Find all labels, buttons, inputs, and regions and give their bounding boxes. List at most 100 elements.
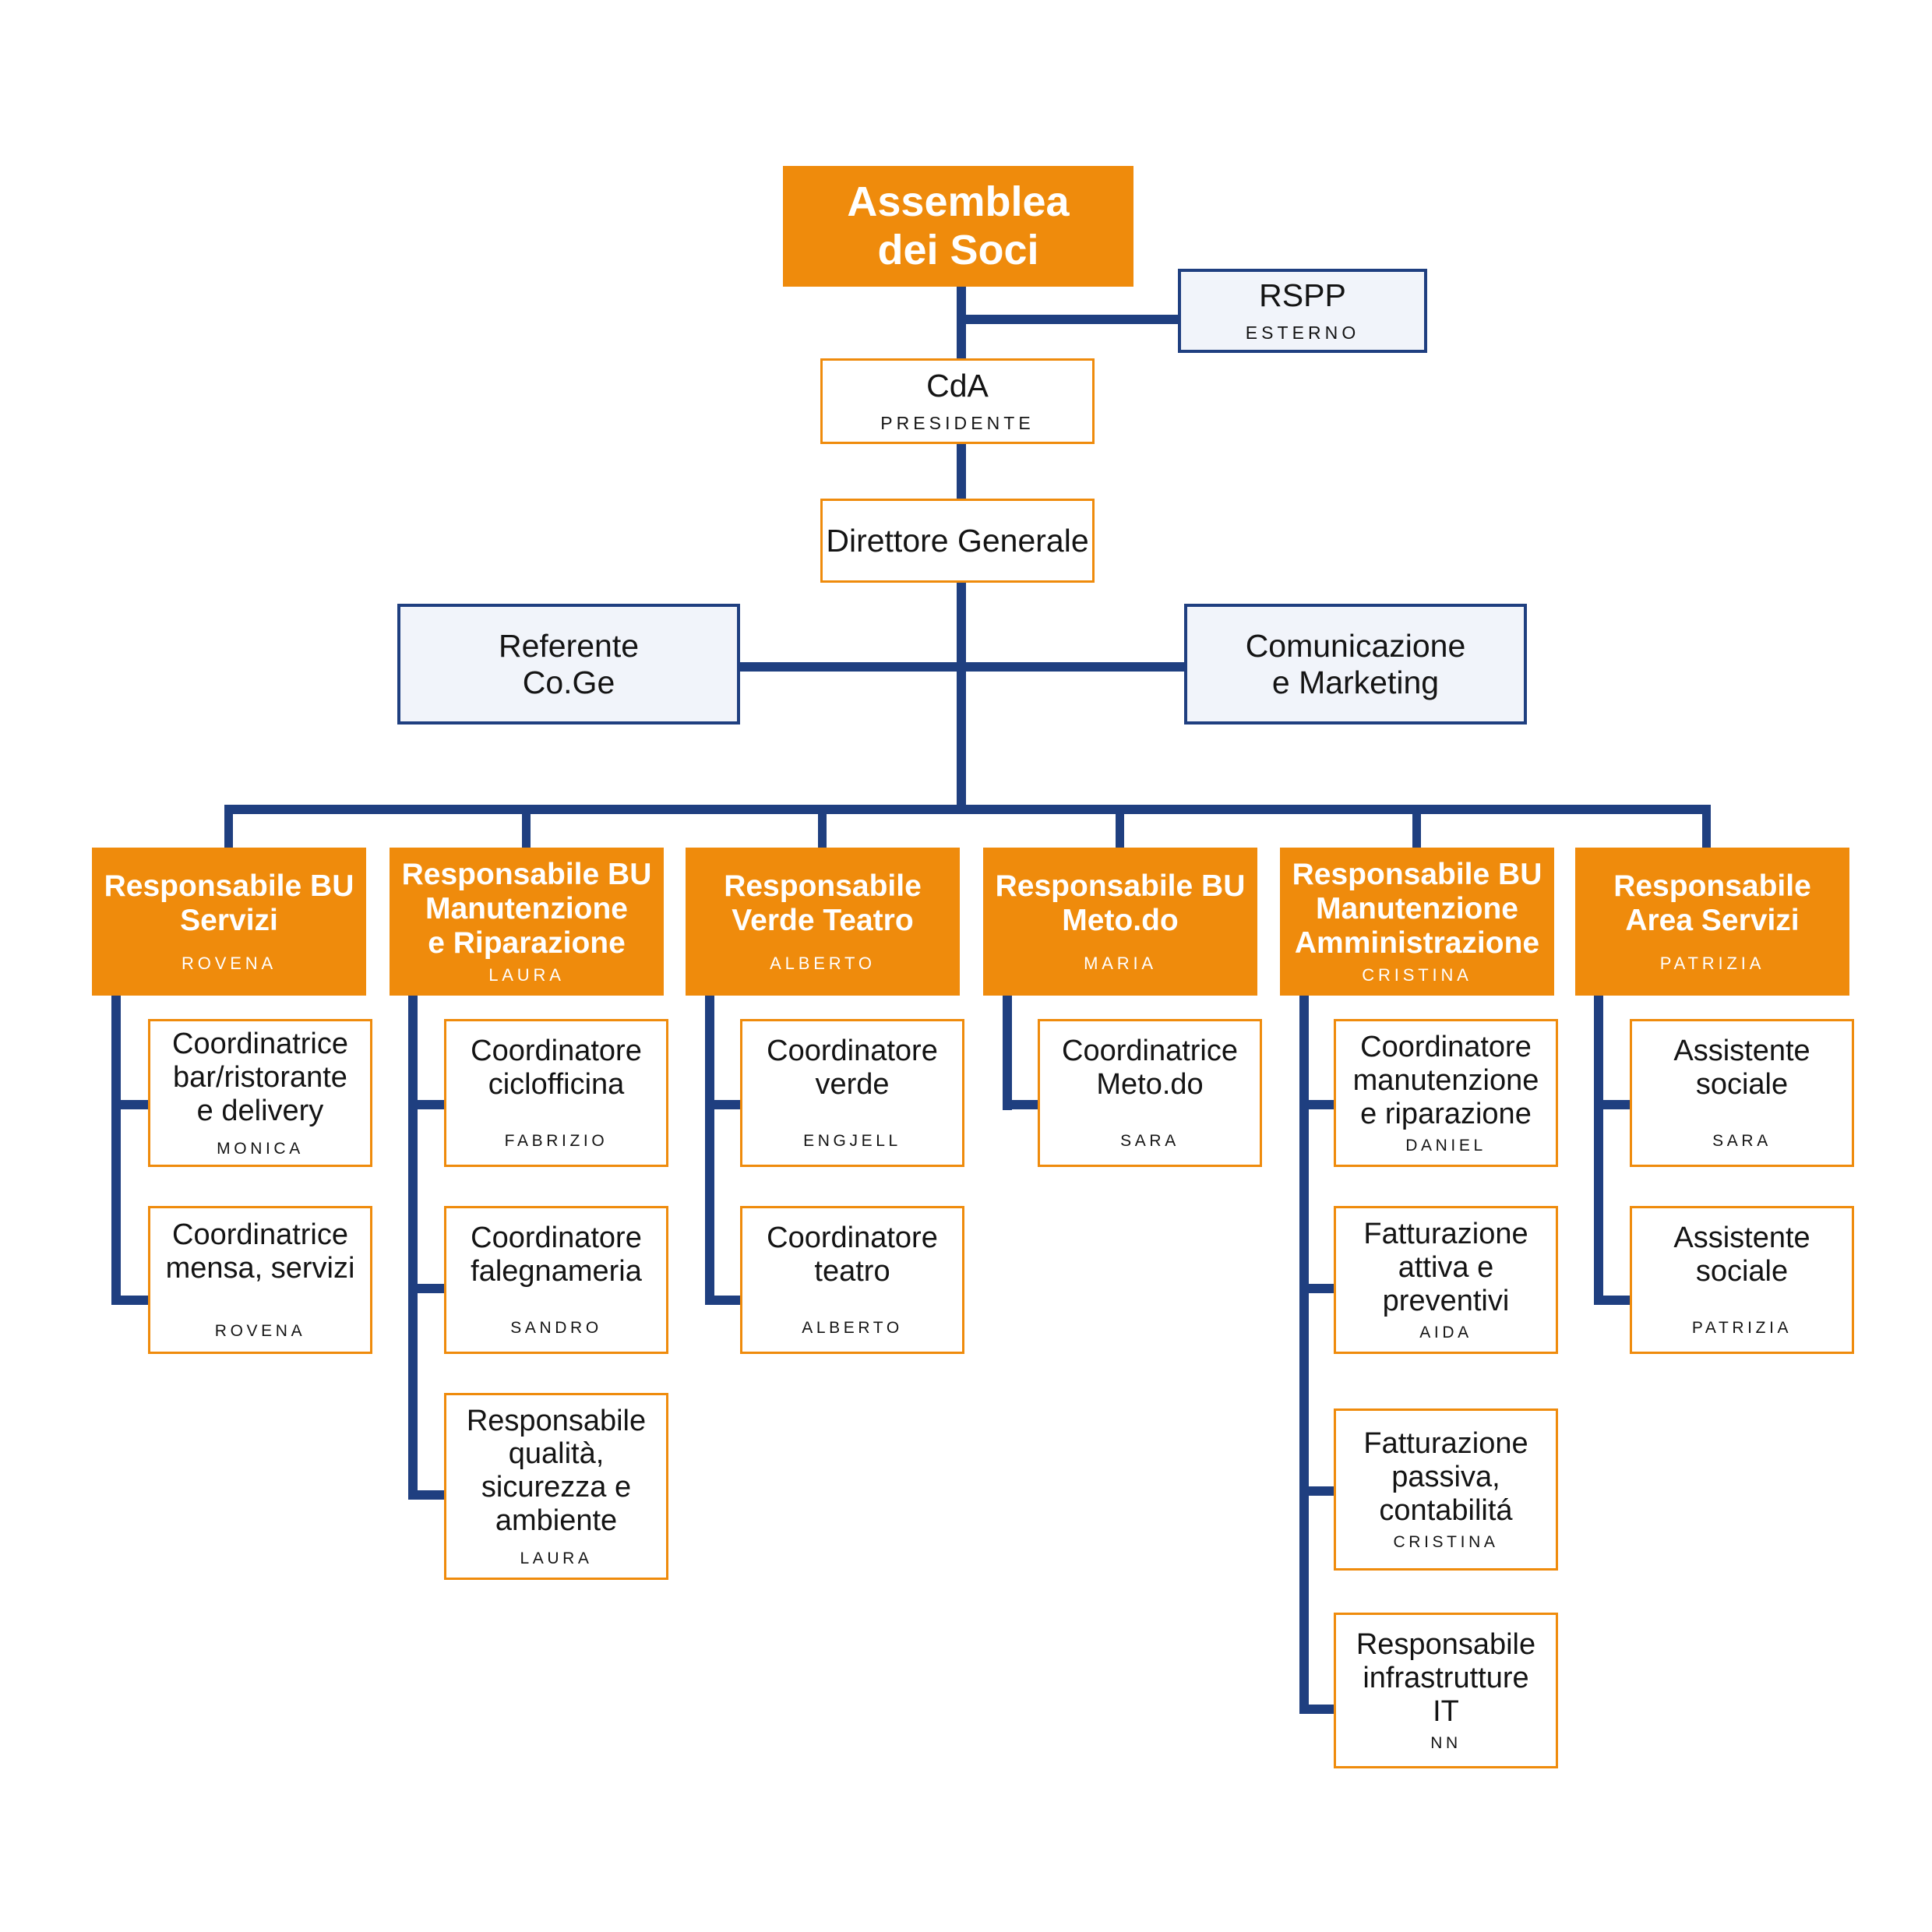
node-title: Direttore Generale bbox=[826, 522, 1089, 559]
node-referente-coge[interactable]: Referente Co.Ge bbox=[397, 604, 740, 724]
node-title-line-2: bar/ristorante bbox=[173, 1060, 347, 1094]
node-title-line-2: passiva, bbox=[1391, 1460, 1500, 1493]
node-col5-child-3[interactable]: Fatturazione passiva, contabilitá CRISTI… bbox=[1334, 1408, 1558, 1571]
connector-col2-stub-1 bbox=[408, 1100, 449, 1109]
node-bu-head-4[interactable]: Responsabile BU Meto.do MARIA bbox=[983, 848, 1257, 996]
connector-col1-stub-2 bbox=[111, 1296, 152, 1305]
node-title-line-1: Comunicazione bbox=[1245, 628, 1466, 665]
node-col4-child-1[interactable]: Coordinatrice Meto.do SARA bbox=[1038, 1019, 1262, 1167]
node-col6-child-1[interactable]: Assistente sociale SARA bbox=[1630, 1019, 1854, 1167]
node-title: Coordinatrice bar/ristorante e delivery bbox=[172, 1028, 348, 1128]
node-bu-head-3[interactable]: Responsabile Verde Teatro ALBERTO bbox=[686, 848, 960, 996]
node-title-line-2: verde bbox=[815, 1068, 890, 1102]
node-title-line-3: IT bbox=[1433, 1694, 1459, 1728]
node-title-line-1: Responsabile bbox=[1356, 1628, 1536, 1661]
node-person: ESTERNO bbox=[1245, 323, 1360, 344]
node-assemblea-dei-soci[interactable]: Assemblea dei Soci bbox=[783, 166, 1133, 287]
node-person: FABRIZIO bbox=[504, 1132, 608, 1151]
connector-col5-spine bbox=[1299, 993, 1309, 1714]
node-person: ALBERTO bbox=[770, 953, 876, 973]
node-title: Responsabile infrastrutture IT bbox=[1356, 1628, 1535, 1729]
node-person: PATRIZIA bbox=[1659, 953, 1765, 973]
node-title: Responsabile BU Meto.do bbox=[996, 869, 1246, 938]
node-bu-head-1[interactable]: Responsabile BU Servizi ROVENA bbox=[92, 848, 366, 996]
node-bu-head-5[interactable]: Responsabile BU Manutenzione Amministraz… bbox=[1280, 848, 1554, 996]
node-title-line-1: Responsabile bbox=[1613, 869, 1811, 903]
node-title: Responsabile BU Servizi bbox=[104, 869, 354, 938]
node-title-line-3: e delivery bbox=[196, 1094, 324, 1127]
node-col1-child-2[interactable]: Coordinatrice mensa, servizi ROVENA bbox=[148, 1206, 372, 1354]
node-comunicazione-marketing[interactable]: Comunicazione e Marketing bbox=[1184, 604, 1527, 724]
node-person: CRISTINA bbox=[1362, 964, 1472, 985]
node-title-line-1: Responsabile BU bbox=[104, 869, 354, 903]
node-title-line-2: Meto.do bbox=[1062, 903, 1179, 937]
node-person: SARA bbox=[1712, 1132, 1772, 1151]
node-col5-child-1[interactable]: Coordinatore manutenzione e riparazione … bbox=[1334, 1019, 1558, 1167]
node-title-line-1: Fatturazione bbox=[1363, 1218, 1528, 1250]
node-title: Assemblea dei Soci bbox=[847, 178, 1069, 273]
node-title: Responsabile Area Servizi bbox=[1613, 869, 1811, 938]
node-bu-head-6[interactable]: Responsabile Area Servizi PATRIZIA bbox=[1575, 848, 1849, 996]
node-title: Assistente sociale bbox=[1673, 1035, 1810, 1102]
node-title: Coordinatore ciclofficina bbox=[471, 1035, 642, 1102]
node-title: Responsabile Verde Teatro bbox=[724, 869, 922, 938]
node-title: Coordinatore teatro bbox=[767, 1222, 938, 1289]
node-rspp[interactable]: RSPP ESTERNO bbox=[1178, 269, 1427, 353]
node-person: MARIA bbox=[1084, 953, 1157, 973]
node-col3-child-1[interactable]: Coordinatore verde ENGJELL bbox=[740, 1019, 964, 1167]
node-title: Referente Co.Ge bbox=[499, 628, 639, 700]
node-title-line-1: Coordinatore bbox=[471, 1222, 642, 1255]
connector-drop-bu-5 bbox=[1412, 805, 1421, 848]
node-title-line-2: e Marketing bbox=[1271, 664, 1440, 700]
node-title-line-2: sociale bbox=[1695, 1068, 1789, 1102]
node-title-line-1: Coordinatrice bbox=[172, 1218, 348, 1252]
node-title: Fatturazione passiva, contabilitá bbox=[1363, 1427, 1528, 1528]
node-person: LAURA bbox=[520, 1549, 593, 1568]
node-col2-child-3[interactable]: Responsabile qualità, sicurezza e ambien… bbox=[444, 1393, 668, 1580]
node-title-line-2: falegnameria bbox=[471, 1255, 642, 1289]
node-title-line-2: ciclofficina bbox=[488, 1068, 625, 1102]
node-title-line-3: sicurezza e bbox=[481, 1471, 632, 1504]
node-title-line-2: dei Soci bbox=[877, 226, 1039, 273]
node-col5-child-4[interactable]: Responsabile infrastrutture IT NN bbox=[1334, 1613, 1558, 1768]
node-person: DANIEL bbox=[1405, 1136, 1486, 1155]
node-person: LAURA bbox=[488, 964, 565, 985]
connector-col2-spine bbox=[408, 993, 418, 1500]
node-bu-head-2[interactable]: Responsabile BU Manutenzione e Riparazio… bbox=[390, 848, 664, 996]
node-person: NN bbox=[1430, 1733, 1461, 1752]
node-title: Responsabile BU Manutenzione e Riparazio… bbox=[402, 858, 652, 961]
node-title-line-1: Coordinatore bbox=[471, 1035, 642, 1068]
node-title-line-1: Referente bbox=[498, 628, 640, 665]
connector-col3-stub-2 bbox=[705, 1296, 746, 1305]
connector-col6-spine bbox=[1594, 993, 1603, 1305]
node-col2-child-1[interactable]: Coordinatore ciclofficina FABRIZIO bbox=[444, 1019, 668, 1167]
node-person: ENGJELL bbox=[803, 1132, 901, 1151]
node-person: ROVENA bbox=[182, 953, 277, 973]
connector-col3-spine bbox=[705, 993, 714, 1305]
node-person: ALBERTO bbox=[802, 1319, 903, 1338]
node-title: RSPP bbox=[1259, 277, 1346, 314]
node-cda[interactable]: CdA PRESIDENTE bbox=[820, 358, 1095, 444]
node-col2-child-2[interactable]: Coordinatore falegnameria SANDRO bbox=[444, 1206, 668, 1354]
node-title-line-1: Coordinatore bbox=[1360, 1031, 1532, 1063]
node-col6-child-2[interactable]: Assistente sociale PATRIZIA bbox=[1630, 1206, 1854, 1354]
node-title-line-1: Coordinatrice bbox=[172, 1028, 348, 1060]
connector-col6-stub-2 bbox=[1594, 1296, 1634, 1305]
node-title-line-3: Amministrazione bbox=[1294, 925, 1540, 960]
node-title: CdA bbox=[926, 368, 989, 404]
node-col1-child-1[interactable]: Coordinatrice bar/ristorante e delivery … bbox=[148, 1019, 372, 1167]
node-person: SARA bbox=[1120, 1132, 1179, 1151]
connector-col5-stub-2 bbox=[1299, 1284, 1340, 1293]
connector-root-to-rspp bbox=[957, 315, 1183, 324]
node-col5-child-2[interactable]: Fatturazione attiva e preventivi AIDA bbox=[1334, 1206, 1558, 1354]
node-col3-child-2[interactable]: Coordinatore teatro ALBERTO bbox=[740, 1206, 964, 1354]
node-direttore-generale[interactable]: Direttore Generale bbox=[820, 499, 1095, 583]
connector-dg-spine bbox=[957, 580, 966, 814]
node-title-line-3: e Riparazione bbox=[428, 925, 626, 960]
node-title-line-2: mensa, servizi bbox=[165, 1252, 355, 1285]
node-title-line-2: manutenzione bbox=[1352, 1063, 1539, 1097]
node-title-line-1: Responsabile bbox=[724, 869, 922, 903]
connector-root-to-cda bbox=[957, 315, 966, 362]
node-title-line-1: Responsabile BU bbox=[995, 869, 1246, 903]
node-title-line-1: Responsabile bbox=[466, 1404, 647, 1437]
